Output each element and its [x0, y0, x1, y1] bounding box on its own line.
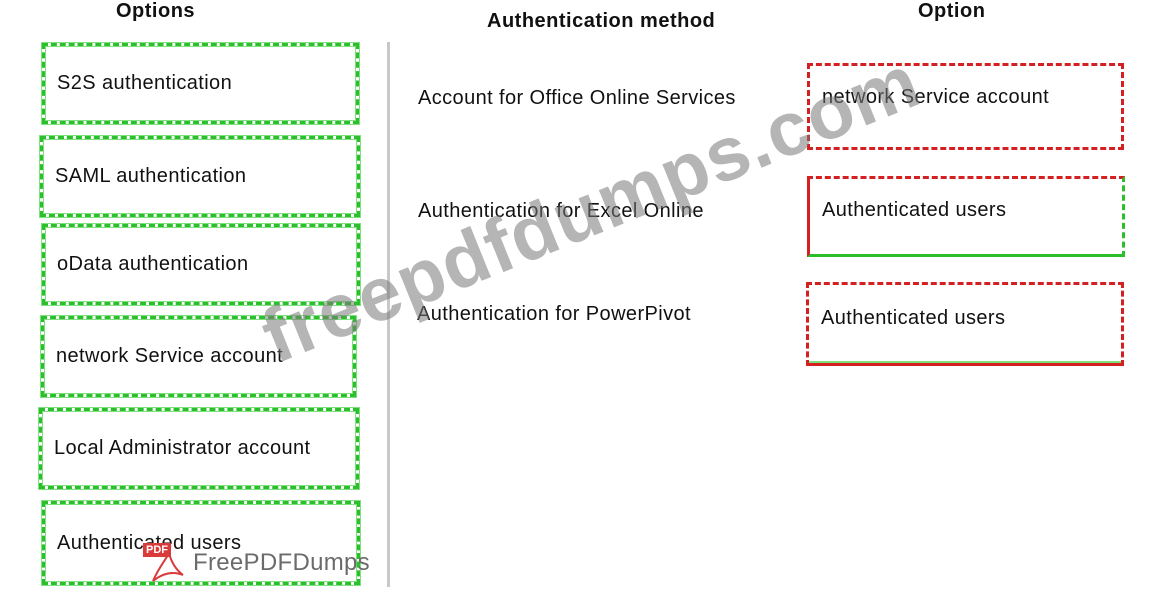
- option-odata-authentication[interactable]: oData authentication: [42, 224, 360, 305]
- answer-label: network Service account: [822, 86, 1050, 108]
- option-local-administrator-account[interactable]: Local Administrator account: [39, 408, 359, 489]
- column-divider: [387, 42, 390, 587]
- freepdfdumps-logo: PDF FreePDFDumps: [143, 543, 370, 583]
- option-label: network Service account: [56, 345, 284, 367]
- answer-slot-powerpivot[interactable]: Authenticated users: [806, 282, 1124, 366]
- option-label: Authenticated users: [57, 531, 242, 554]
- answer-label: Authenticated users: [822, 199, 1007, 221]
- option-label: S2S authentication: [57, 72, 233, 94]
- options-header: Options: [116, 0, 196, 22]
- logo-text: FreePDFDumps: [193, 549, 370, 576]
- method-header: Authentication method: [487, 10, 716, 32]
- option-label: SAML authentication: [55, 165, 247, 187]
- option-authenticated-users[interactable]: Authenticated users: [42, 501, 360, 585]
- answer-slot-excel-online[interactable]: Authenticated users: [807, 176, 1125, 257]
- pdf-tag: PDF: [143, 543, 171, 557]
- answer-label: Authenticated users: [821, 307, 1006, 329]
- answer-slot-office-online-services[interactable]: network Service account: [807, 63, 1124, 150]
- method-office-online-services: Account for Office Online Services: [418, 87, 736, 109]
- pdf-icon: PDF: [143, 543, 187, 583]
- method-excel-online: Authentication for Excel Online: [418, 200, 704, 222]
- option-header: Option: [918, 0, 986, 22]
- method-powerpivot: Authentication for PowerPivot: [417, 303, 691, 325]
- option-saml-authentication[interactable]: SAML authentication: [40, 136, 360, 217]
- option-label: oData authentication: [57, 253, 249, 275]
- option-label: Local Administrator account: [54, 437, 311, 459]
- option-network-service-account[interactable]: network Service account: [41, 316, 356, 397]
- option-s2s-authentication[interactable]: S2S authentication: [42, 43, 359, 124]
